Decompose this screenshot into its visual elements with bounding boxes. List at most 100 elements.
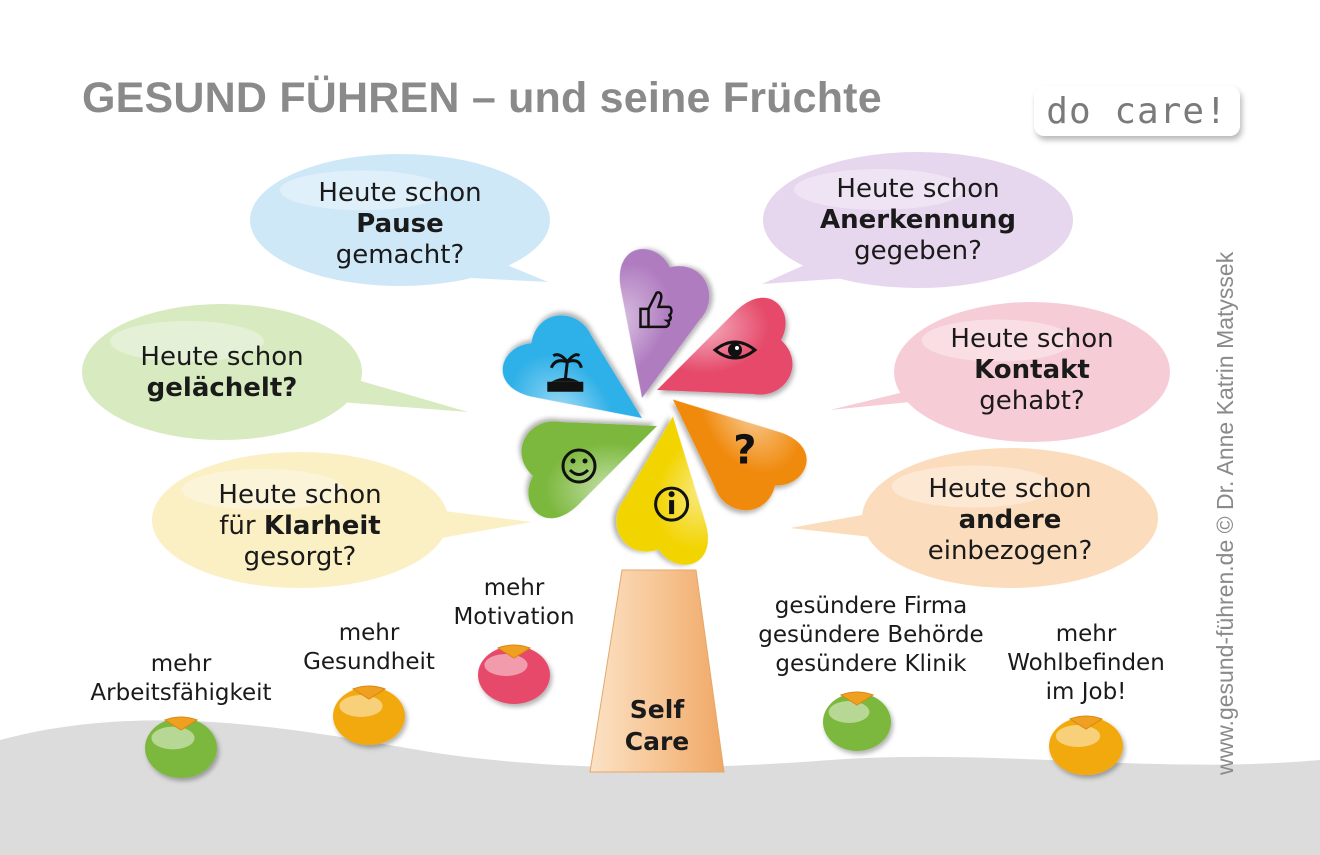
fruit-body xyxy=(145,718,217,778)
fruit-highlight xyxy=(484,653,528,677)
logo-text: do care! xyxy=(1046,90,1228,132)
speech-bubble-kontakt xyxy=(830,302,1170,442)
bubble-body xyxy=(763,152,1073,288)
bubble-tail xyxy=(420,508,532,540)
bubble-highlight xyxy=(280,170,445,211)
fruit-arbeitsfaehigkeit xyxy=(145,716,217,778)
fruit-stem xyxy=(163,716,199,731)
bubble-line: gehabt? xyxy=(979,386,1085,416)
bubble-line: Pause xyxy=(318,209,481,240)
fruit-highlight xyxy=(339,694,383,718)
fruit-body xyxy=(478,646,550,704)
fruit-label-line: Arbeitsfähigkeit xyxy=(90,680,272,706)
bubble-keyword: gelächelt? xyxy=(146,373,298,403)
bubble-keyword: Anerkennung xyxy=(820,205,1016,235)
heart-leaf-kontakt xyxy=(657,297,793,395)
fruit-label-line: gesündere Firma xyxy=(774,593,968,619)
fruit-label-line: Wohlbefinden xyxy=(1007,650,1165,676)
bubble-line: Heute schon xyxy=(836,174,1000,204)
trunk-line: Self xyxy=(629,695,685,724)
bubble-highlight xyxy=(921,319,1074,362)
bubble-line-plain: für xyxy=(219,511,264,541)
fruit-label-line: mehr xyxy=(483,575,545,601)
bubble-keyword: Klarheit xyxy=(263,511,381,541)
fruit-highlight xyxy=(1055,724,1101,748)
heart-leaf-gelaechelt xyxy=(521,421,657,519)
bubble-keyword: andere xyxy=(958,505,1062,535)
heart-leaf-pause xyxy=(502,315,643,419)
fruit-stem xyxy=(839,691,875,706)
fruit-label-line: gesündere Behörde xyxy=(758,622,984,648)
bubble-line: Heute schon xyxy=(318,178,482,208)
fruit-highlight xyxy=(828,700,870,724)
bubble-highlight xyxy=(891,465,1055,508)
heart-shine xyxy=(502,315,643,419)
tree-trunk xyxy=(589,569,725,773)
question-icon: ? xyxy=(733,428,756,474)
heart-leaf-andere xyxy=(672,399,807,511)
heart-leaf-anerkennung xyxy=(619,248,710,398)
bubble-tail xyxy=(762,258,848,284)
bubble-keyword: Kontakt xyxy=(974,355,1090,385)
side-credit: www.gesund-führen.de © Dr. Anne Katrin M… xyxy=(1212,251,1238,775)
speech-bubble-anerkennung xyxy=(762,152,1073,288)
heart-shine xyxy=(521,421,657,519)
bubble-keyword: Pause xyxy=(356,209,444,239)
bubble-line: Anerkennung xyxy=(820,205,1016,236)
bubble-tail xyxy=(790,510,898,540)
heart-shine xyxy=(619,248,710,398)
info-icon xyxy=(654,486,690,522)
ground xyxy=(0,720,1320,855)
bubble-line: gelächelt? xyxy=(140,373,303,404)
fruit-stem xyxy=(496,644,532,659)
fruit-body xyxy=(1049,717,1123,775)
bubble-line: Heute schon xyxy=(218,480,382,510)
fruit-label-firma: gesündere Firma gesündere Behörde gesünder… xyxy=(758,592,983,679)
svg-text:?: ? xyxy=(733,428,756,474)
speech-bubble-gelaechelt xyxy=(82,304,468,440)
bubble-line: Heute schon xyxy=(140,342,304,372)
bubble-line: gegeben? xyxy=(854,236,982,266)
eye-icon xyxy=(712,340,758,360)
bubble-highlight xyxy=(110,321,264,362)
bubble-body xyxy=(250,154,550,286)
fruit-gesundheit xyxy=(333,685,405,745)
bubble-tail xyxy=(330,372,468,412)
bubble-body xyxy=(894,302,1170,442)
smiley-icon xyxy=(561,448,597,484)
bubble-body xyxy=(862,448,1158,588)
fruit-stem xyxy=(1068,715,1104,730)
bubble-line: Heute schon xyxy=(950,324,1114,354)
do-care-logo: do care! xyxy=(1034,86,1240,136)
bubble-line: für Klarheit xyxy=(218,511,381,542)
speech-bubble-pause xyxy=(250,154,550,286)
fruit-firma xyxy=(823,691,891,751)
fruit-label-line: im Job! xyxy=(1045,679,1127,705)
fruit-highlight xyxy=(151,726,195,750)
fruit-body xyxy=(823,693,891,751)
island-icon xyxy=(547,353,584,392)
bubble-highlight xyxy=(794,169,965,210)
fruit-label-line: mehr xyxy=(150,651,212,677)
speech-bubble-klarheit xyxy=(152,452,532,588)
fruit-label-line: Motivation xyxy=(453,604,575,630)
bubble-body xyxy=(152,452,448,588)
thumbs-up-icon xyxy=(639,291,673,329)
fruit-body xyxy=(333,687,405,745)
fruit-label-line: gesündere Klinik xyxy=(775,651,967,677)
bubble-highlight xyxy=(181,469,345,510)
heart-shine xyxy=(672,399,807,511)
fruit-motivation xyxy=(478,644,550,704)
